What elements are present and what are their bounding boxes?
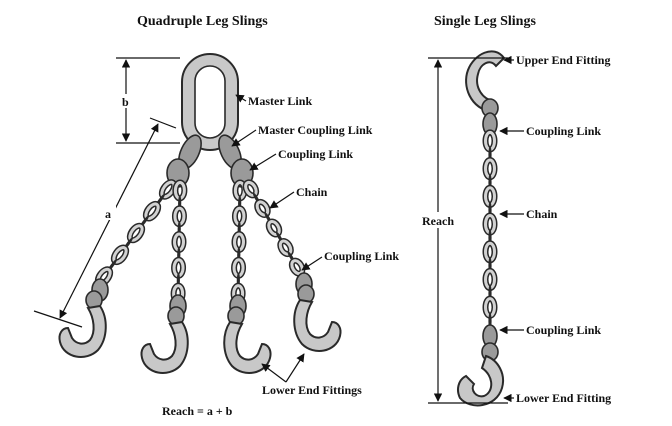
single-title: Single Leg Slings: [434, 14, 536, 29]
lower-end-fitting-hook: [58, 290, 107, 358]
dimension-reach: Reach: [420, 57, 508, 404]
label-coupling-link-bottom: Coupling Link: [324, 249, 399, 263]
dimension-b: b: [116, 57, 180, 144]
dim-b-label: b: [122, 95, 129, 109]
dim-a-label: a: [105, 207, 111, 221]
label-master-link: Master Link: [248, 94, 312, 108]
lower-end-fitting-hook: [223, 306, 272, 374]
lower-end-fitting-hook: [293, 284, 342, 352]
quad-arrows: [231, 94, 323, 383]
label-chain: Chain: [296, 185, 328, 199]
lower-end-fittings: [58, 272, 342, 374]
chain-link: [254, 198, 271, 218]
label-lower-end-fittings: Lower End Fittings: [262, 383, 362, 397]
single-arrows: [499, 55, 524, 403]
label-single-coupling-link-bottom: Coupling Link: [526, 323, 601, 337]
chain-link: [265, 218, 283, 238]
quad-title: Quadruple Leg Slings: [137, 14, 268, 29]
label-master-coupling-link: Master Coupling Link: [258, 123, 373, 137]
label-single-coupling-link-top: Coupling Link: [526, 124, 601, 138]
label-lower-end-fitting: Lower End Fitting: [516, 391, 611, 405]
dimension-a: a: [33, 117, 177, 328]
label-coupling-link-top: Coupling Link: [278, 147, 353, 161]
label-single-chain: Chain: [526, 207, 558, 221]
single-chain: [482, 112, 498, 348]
master-link: [181, 53, 239, 151]
lower-end-fitting-hook: [457, 342, 504, 407]
master-coupling-links: [178, 134, 242, 170]
reach-label: Reach: [422, 214, 454, 228]
quad-chain-legs: [94, 179, 306, 305]
upper-end-fitting-hook: [465, 50, 506, 118]
chain-link: [277, 238, 294, 258]
lower-end-fitting-hook: [140, 306, 189, 374]
reach-formula: Reach = a + b: [162, 404, 233, 418]
label-upper-end-fitting: Upper End Fitting: [516, 53, 610, 67]
